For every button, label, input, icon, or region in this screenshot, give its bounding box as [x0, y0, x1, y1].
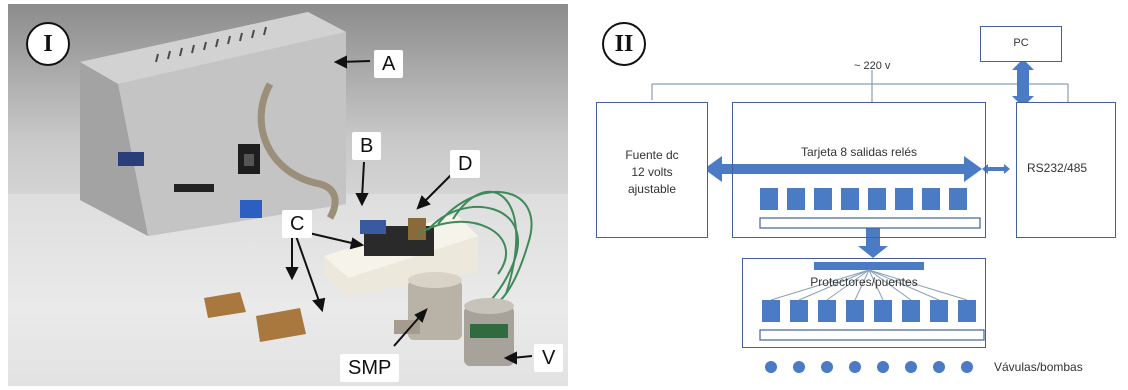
relay-card-box: Tarjeta 8 salidas relés: [732, 102, 986, 238]
protector-block: [790, 300, 808, 322]
fan-line: [854, 269, 870, 301]
fan-line: [868, 269, 968, 301]
pc-box: PC: [980, 26, 1062, 62]
pc-label: PC: [1013, 37, 1029, 49]
power-supply-label: Fuente dc 12 volts ajustable: [597, 147, 707, 198]
protector-block: [874, 300, 892, 322]
photo-illustration: [80, 12, 533, 366]
relay-block: [814, 188, 832, 210]
serial-link-arrow: [982, 164, 1010, 174]
protector-block: [762, 300, 780, 322]
fan-line: [868, 269, 940, 301]
output-circle: [933, 361, 945, 373]
psu-line-1: Fuente dc: [625, 148, 679, 162]
fan-line: [868, 269, 912, 301]
panel-label-photo: I: [26, 22, 70, 66]
diagram-connectors: [651, 59, 1069, 373]
relay-bus-bar: [759, 217, 981, 229]
interface-box: RS232/485: [1016, 102, 1116, 238]
pressure-sensor: [394, 272, 462, 340]
relay-block: [841, 188, 859, 210]
fan-line: [770, 269, 870, 301]
protectors-box: Protectores/puentes: [742, 258, 986, 348]
callout-d: D: [450, 150, 481, 178]
callout-v: V: [534, 344, 564, 372]
protector-block: [818, 300, 836, 322]
relay-block: [922, 188, 940, 210]
fan-line: [826, 269, 870, 301]
relay-block: [760, 188, 778, 210]
callout-c: C: [282, 210, 313, 238]
callout-b: B: [352, 132, 382, 160]
fan-line: [798, 269, 870, 301]
down-arrow: [858, 226, 888, 258]
output-circles: [765, 361, 973, 373]
diagram-panel: II ~ 220 v PC Fuente dc 12 volts ajustab…: [576, 4, 1124, 386]
protector-bus-bar: [759, 329, 985, 341]
output-circle: [961, 361, 973, 373]
output-circle: [821, 361, 833, 373]
callout-a: A: [374, 50, 404, 78]
protector-blocks: [762, 300, 976, 322]
relay-block: [895, 188, 913, 210]
power-supply-box: Fuente dc 12 volts ajustable: [596, 102, 708, 238]
outputs-label: Vávulas/bombas: [994, 360, 1083, 374]
ribbon-cable: [257, 82, 339, 220]
supply-label: ~ 220 v: [854, 60, 891, 72]
relay-brackets: [204, 292, 306, 342]
fan-lines: [770, 269, 968, 301]
output-circle: [905, 361, 917, 373]
protectors-label: Protectores/puentes: [810, 275, 918, 289]
relay-blocks: [760, 188, 967, 210]
breadboard: [324, 214, 478, 296]
interface-label: RS232/485: [1027, 161, 1088, 175]
relay-card-label: Tarjeta 8 salidas relés: [800, 145, 918, 159]
output-circle: [877, 361, 889, 373]
output-circle: [849, 361, 861, 373]
power-bus-arrow: [704, 156, 982, 182]
output-circle: [765, 361, 777, 373]
relay-block: [949, 188, 967, 210]
psu-line-2: 12 volts: [631, 165, 673, 179]
protector-header-bar: [814, 262, 924, 270]
protector-block: [846, 300, 864, 322]
solenoid-valve: [464, 298, 514, 366]
callout-smp: SMP: [340, 354, 400, 382]
protector-block: [958, 300, 976, 322]
photo-panel: I A B C D SMP V: [8, 4, 568, 386]
panel-label-diagram: II: [602, 22, 646, 66]
output-circle: [793, 361, 805, 373]
pc-link-arrow: [1012, 59, 1034, 107]
psu-line-3: ajustable: [627, 182, 677, 196]
protector-block: [930, 300, 948, 322]
protector-block: [902, 300, 920, 322]
relay-block: [787, 188, 805, 210]
relay-block: [868, 188, 886, 210]
fan-line: [868, 269, 884, 301]
enclosure-box: [80, 12, 346, 236]
